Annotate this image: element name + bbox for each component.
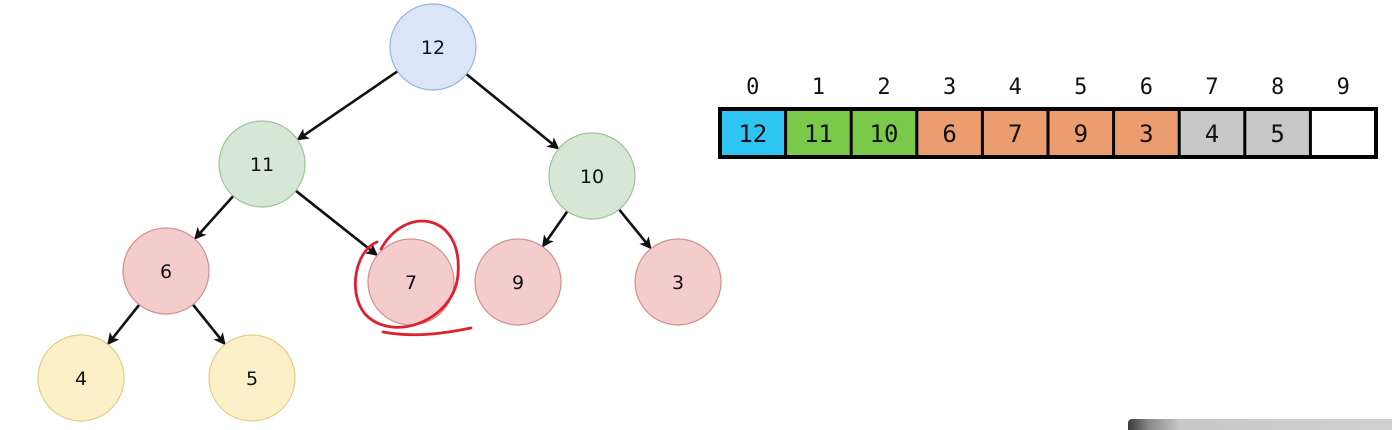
array-cell-value: 9: [1074, 120, 1088, 148]
tree-node-circle: [218, 120, 306, 208]
tree-node-circle: [122, 227, 210, 315]
tree-node-6: 6: [122, 227, 210, 315]
array-cell: 7: [982, 109, 1048, 157]
array-index-label: 4: [1009, 75, 1022, 100]
array-index-label: 9: [1337, 75, 1350, 100]
array-cell: 6: [916, 109, 983, 157]
tree-edge-n0-n2: [465, 73, 560, 150]
tree-node-label: 6: [160, 261, 172, 283]
tree-node-3: 3: [634, 238, 722, 326]
array-cell-fill: [1310, 109, 1376, 157]
tree-node-label: 7: [405, 272, 417, 294]
array-cell-fill: [851, 109, 917, 157]
array-index-label: 3: [943, 75, 956, 100]
array-cell-fill: [982, 109, 1048, 157]
tree-node-circle: [389, 3, 477, 91]
tree-node-9: 9: [474, 238, 562, 326]
array-index-label: 6: [1140, 75, 1153, 100]
array-index-label: 7: [1205, 75, 1218, 100]
tree-node-label: 9: [512, 272, 524, 294]
array-cell-fill: [1048, 109, 1114, 157]
array-index-label: 0: [746, 75, 759, 100]
array-index-label: 8: [1271, 75, 1284, 100]
tree-edge-n2-n6: [618, 208, 652, 250]
array-cell: 5: [1244, 109, 1311, 157]
array-cell-value: 10: [870, 120, 899, 148]
tree-node-12: 12: [389, 3, 477, 91]
video-thumbnail-fragment: [1128, 419, 1392, 430]
array-cell: 11: [785, 109, 852, 157]
array-border: [718, 107, 1378, 159]
array-cell-value: 6: [942, 120, 956, 148]
tree-edge-n3-n8: [191, 303, 226, 346]
array-cell-value: 7: [1008, 120, 1022, 148]
tree-node-circle: [37, 334, 125, 422]
array-cell-value: 11: [804, 120, 833, 148]
array-cell-fill: [916, 109, 983, 157]
tree-edge-n1-n4: [294, 189, 379, 256]
highlight-annotation: [354, 219, 473, 337]
tree-node-label: 11: [250, 154, 274, 176]
array-cell-fill: [785, 109, 852, 157]
tree-node-label: 5: [246, 368, 258, 390]
tree-edge-n2-n5: [542, 210, 569, 248]
tree-edges: [107, 70, 652, 346]
array-cell: 12: [720, 109, 786, 157]
tree-node-circle: [474, 238, 562, 326]
tree-edge-n3-n7: [107, 303, 141, 346]
tree-node-5: 5: [208, 334, 296, 422]
array-cell: 3: [1113, 109, 1180, 157]
red-highlight-circle: [354, 219, 473, 337]
array-cell: 4: [1179, 109, 1245, 157]
tree-node-circle: [548, 132, 636, 220]
array-cell: 10: [851, 109, 917, 157]
tree-node-10: 10: [548, 132, 636, 220]
array-cell: 9: [1048, 109, 1114, 157]
tree-nodes: 12 11 10 6 7 9 3 4 5: [37, 3, 722, 422]
array-cell: [1310, 109, 1376, 157]
tree-node-label: 4: [75, 368, 87, 390]
array-index-label: 1: [812, 75, 825, 100]
array-cell-value: 12: [738, 120, 767, 148]
array-index-label: 5: [1074, 75, 1087, 100]
array-cell-value: 5: [1270, 120, 1284, 148]
tree-node-label: 12: [421, 37, 445, 59]
tree-node-4: 4: [37, 334, 125, 422]
array-cell-fill: [720, 109, 786, 157]
tree-node-circle: [208, 334, 296, 422]
tree-node-circle: [634, 238, 722, 326]
array-cell-value: 3: [1139, 120, 1153, 148]
tree-node-label: 3: [672, 272, 684, 294]
tree-edge-n0-n1: [296, 70, 399, 141]
array-cell-fill: [1244, 109, 1311, 157]
tree-node-11: 11: [218, 120, 306, 208]
tree-node-7: 7: [367, 238, 455, 326]
array-cell-fill: [1113, 109, 1180, 157]
tree-edge-n1-n3: [194, 195, 235, 240]
array-index-label: 2: [877, 75, 890, 100]
array-cell-value: 4: [1205, 120, 1219, 148]
array-cell-fill: [1179, 109, 1245, 157]
tree-node-label: 10: [580, 166, 604, 188]
